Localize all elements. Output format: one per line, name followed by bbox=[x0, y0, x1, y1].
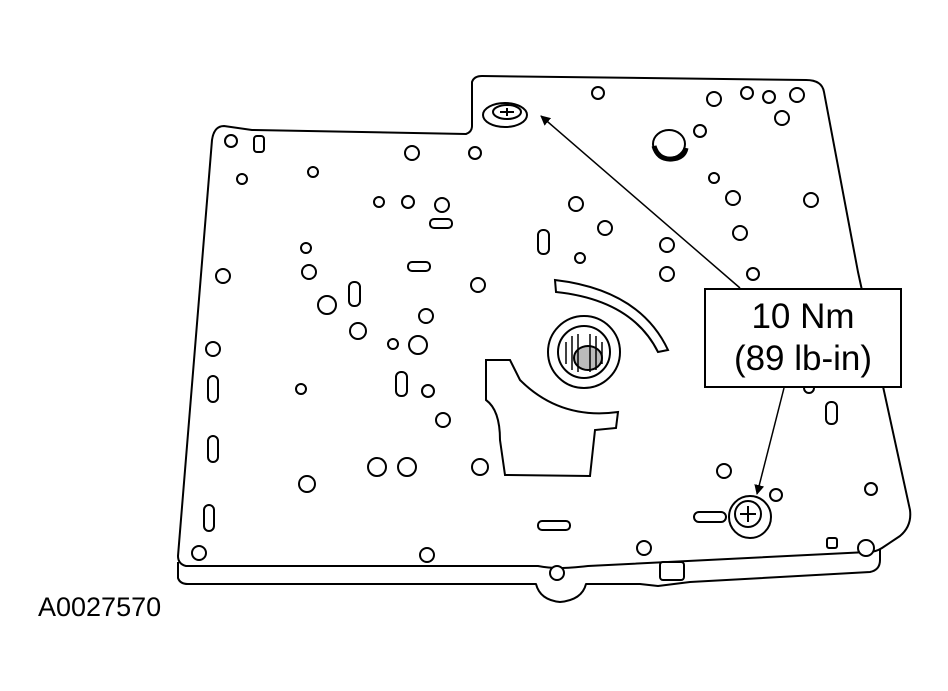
bolt-upper bbox=[482, 102, 528, 128]
center-cutouts bbox=[485, 278, 670, 478]
torque-metric-label: 10 Nm bbox=[751, 297, 855, 336]
torque-imperial-label: (89 lb-in) bbox=[733, 339, 873, 378]
torque-callout: 10 Nm (89 lb-in) bbox=[704, 288, 902, 388]
leader-arrow-upper bbox=[540, 115, 741, 289]
leader-arrows bbox=[540, 115, 785, 495]
plate-holes bbox=[191, 86, 878, 581]
dowel-hole bbox=[651, 129, 689, 162]
figure-id-label: A0027570 bbox=[38, 592, 162, 622]
leader-arrow-lower bbox=[754, 387, 785, 495]
bolt-lower bbox=[728, 495, 772, 539]
